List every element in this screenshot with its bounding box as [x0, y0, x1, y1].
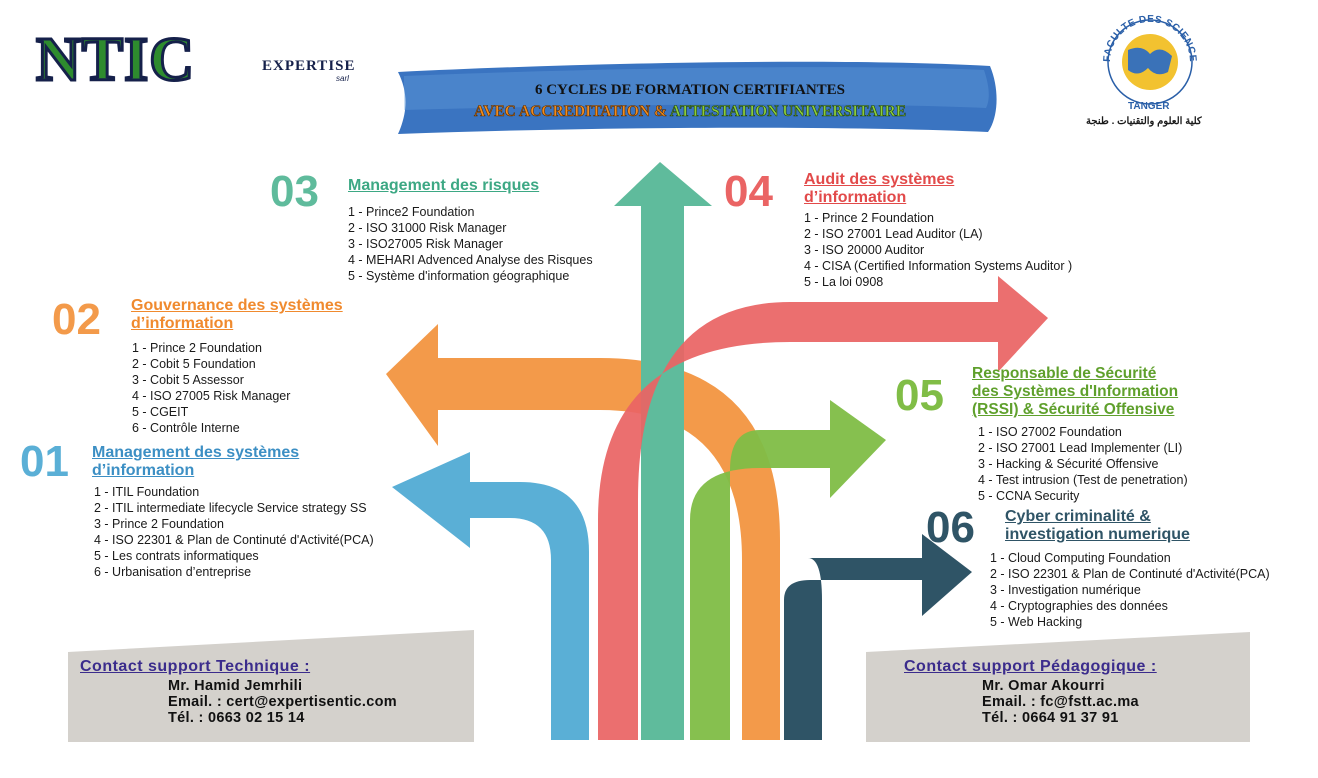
cycle-01-title-line1: Management des systèmes: [92, 444, 300, 461]
cycle-06-title-line2: investigation numerique: [1005, 526, 1190, 543]
cycle-06-title-line1: Cyber criminalité &: [1005, 508, 1151, 525]
banner-ampersand: &: [653, 103, 668, 121]
cycle-02-number: 02: [52, 295, 101, 344]
arrow-03: [614, 162, 712, 740]
list-item: 1 - ISO 27002 Foundation: [978, 425, 1122, 439]
list-item: 1 - Prince 2 Foundation: [132, 341, 262, 355]
banner-line-1: 6 CYCLES DE FORMATION CERTIFIANTES: [534, 82, 846, 98]
cycle-03-title: Management des risques: [348, 177, 540, 194]
list-item: 2 - ITIL intermediate lifecycle Service …: [94, 501, 367, 515]
cycle-02-list: 1 - Prince 2 Foundation 2 - Cobit 5 Foun…: [132, 340, 290, 436]
contact-pedagogique-email[interactable]: Email. : fc@fstt.ac.ma: [982, 694, 1139, 710]
contact-technique-title: Contact support Technique :: [80, 658, 311, 675]
contact-box-right-shape: [866, 632, 1250, 742]
banner-attestation: ATTESTATION UNIVERSITAIRE: [669, 103, 907, 121]
list-item: 2 - ISO 27001 Lead Implementer (LI): [978, 441, 1183, 455]
cycle-04-number: 04: [724, 167, 773, 216]
ntic-logo-sarl: sarl: [336, 74, 349, 83]
list-item: 6 - Contrôle Interne: [132, 421, 240, 435]
cycle-05-list: 1 - ISO 27002 Foundation 2 - ISO 27001 L…: [978, 424, 1188, 504]
list-item: 5 - Web Hacking: [990, 615, 1083, 629]
contact-pedagogique-name: Mr. Omar Akourri: [982, 678, 1105, 694]
arrow-05: [690, 400, 886, 740]
banner-line-2: AVEC ACCREDITATION & ATTESTATION UNIVERS…: [410, 103, 970, 121]
cycle-02-title-line1: Gouvernance des systèmes: [131, 297, 343, 314]
list-item: 4 - ISO 27005 Risk Manager: [132, 389, 291, 403]
cycle-04-title-line1: Audit des systèmes: [804, 171, 955, 188]
cycle-06-title: Cyber criminalité & investigation numeri…: [1005, 508, 1190, 544]
ntic-logo-expertise: EXPERTISE: [262, 58, 356, 74]
list-item: 3 - Cobit 5 Assessor: [132, 373, 244, 387]
cycle-02-title: Gouvernance des systèmes d’information: [131, 297, 343, 333]
contact-technique-email[interactable]: Email. : cert@expertisentic.com: [168, 694, 397, 710]
contact-technique-phone[interactable]: Tél. : 0663 02 15 14: [168, 710, 305, 726]
list-item: 3 - Prince 2 Foundation: [94, 517, 224, 531]
cycle-05-title-line2: des Systèmes d'Information: [972, 383, 1179, 400]
list-item: 2 - Cobit 5 Foundation: [132, 357, 256, 371]
list-item: 1 - Prince2 Foundation: [348, 205, 475, 219]
list-item: 6 - Urbanisation d’entreprise: [94, 565, 252, 579]
list-item: 5 - CGEIT: [132, 405, 189, 419]
list-item: 4 - ISO 22301 & Plan de Continuté d'Acti…: [94, 533, 374, 547]
list-item: 3 - Hacking & Sécurité Offensive: [978, 457, 1159, 471]
list-item: 5 - Système d'information géographique: [348, 269, 570, 283]
arrow-01: [392, 452, 589, 740]
cycle-05-title: Responsable de Sécurité des Systèmes d'I…: [972, 365, 1178, 419]
list-item: 4 - CISA (Certified Information Systems …: [804, 259, 1073, 273]
cycle-06-list: 1 - Cloud Computing Foundation 2 - ISO 2…: [990, 550, 1270, 630]
banner-shape: [398, 61, 997, 134]
cycle-04-title: Audit des systèmes d’information: [804, 171, 954, 207]
arrow-04: [598, 276, 1048, 740]
list-item: 1 - Cloud Computing Foundation: [990, 551, 1171, 565]
fst-arabic-name: كلية العلوم والتقنيات . طنجة: [1086, 116, 1202, 127]
contact-pedagogique-phone[interactable]: Tél. : 0664 91 37 91: [982, 710, 1119, 726]
banner-highlight: [404, 67, 989, 110]
cycle-05-title-line1: Responsable de Sécurité: [972, 365, 1157, 382]
list-item: 3 - Investigation numérique: [990, 583, 1141, 597]
cycle-03-list: 1 - Prince2 Foundation 2 - ISO 31000 Ris…: [348, 204, 593, 284]
list-item: 4 - Test intrusion (Test de penetration): [978, 473, 1188, 487]
fst-city: TANGER: [1128, 101, 1170, 112]
list-item: 4 - Cryptographies des données: [990, 599, 1168, 613]
cycle-05-title-line3: (RSSI) & Sécurité Offensive: [972, 401, 1175, 418]
contact-technique-name: Mr. Hamid Jemrhili: [168, 678, 303, 694]
cycle-05-number: 05: [895, 371, 944, 420]
list-item: 3 - ISO 20000 Auditor: [804, 243, 925, 257]
cycle-04-title-line2: d’information: [804, 189, 907, 206]
cycle-04-list: 1 - Prince 2 Foundation 2 - ISO 27001 Le…: [804, 210, 1072, 290]
cycle-01-title: Management des systèmes d’information: [92, 444, 299, 480]
list-item: 5 - La loi 0908: [804, 275, 884, 289]
contact-pedagogique-title: Contact support Pédagogique :: [904, 658, 1157, 675]
list-item: 4 - MEHARI Advenced Analyse des Risques: [348, 253, 593, 267]
list-item: 1 - ITIL Foundation: [94, 485, 200, 499]
list-item: 2 - ISO 31000 Risk Manager: [348, 221, 507, 235]
cycle-01-list: 1 - ITIL Foundation 2 - ITIL intermediat…: [94, 484, 374, 580]
contact-box-left-shape: [68, 630, 474, 742]
list-item: 3 - ISO27005 Risk Manager: [348, 237, 503, 251]
cycle-01-number: 01: [20, 437, 69, 486]
cycle-02-title-line2: d’information: [131, 315, 234, 332]
cycle-01-title-line2: d’information: [92, 462, 195, 479]
list-item: 2 - ISO 22301 & Plan de Continuté d'Acti…: [990, 567, 1270, 581]
list-item: 2 - ISO 27001 Lead Auditor (LA): [804, 227, 983, 241]
list-item: 5 - Les contrats informatiques: [94, 549, 259, 563]
cycle-06-number: 06: [926, 503, 975, 552]
list-item: 1 - Prince 2 Foundation: [804, 211, 934, 225]
cycle-03-number: 03: [270, 167, 319, 216]
banner-accreditation: AVEC ACCREDITATION: [473, 103, 651, 121]
arrow-06: [784, 534, 972, 740]
ntic-logo: NTIC: [34, 26, 196, 94]
list-item: 5 - CCNA Security: [978, 489, 1080, 503]
fst-logo-map: [1128, 47, 1172, 75]
